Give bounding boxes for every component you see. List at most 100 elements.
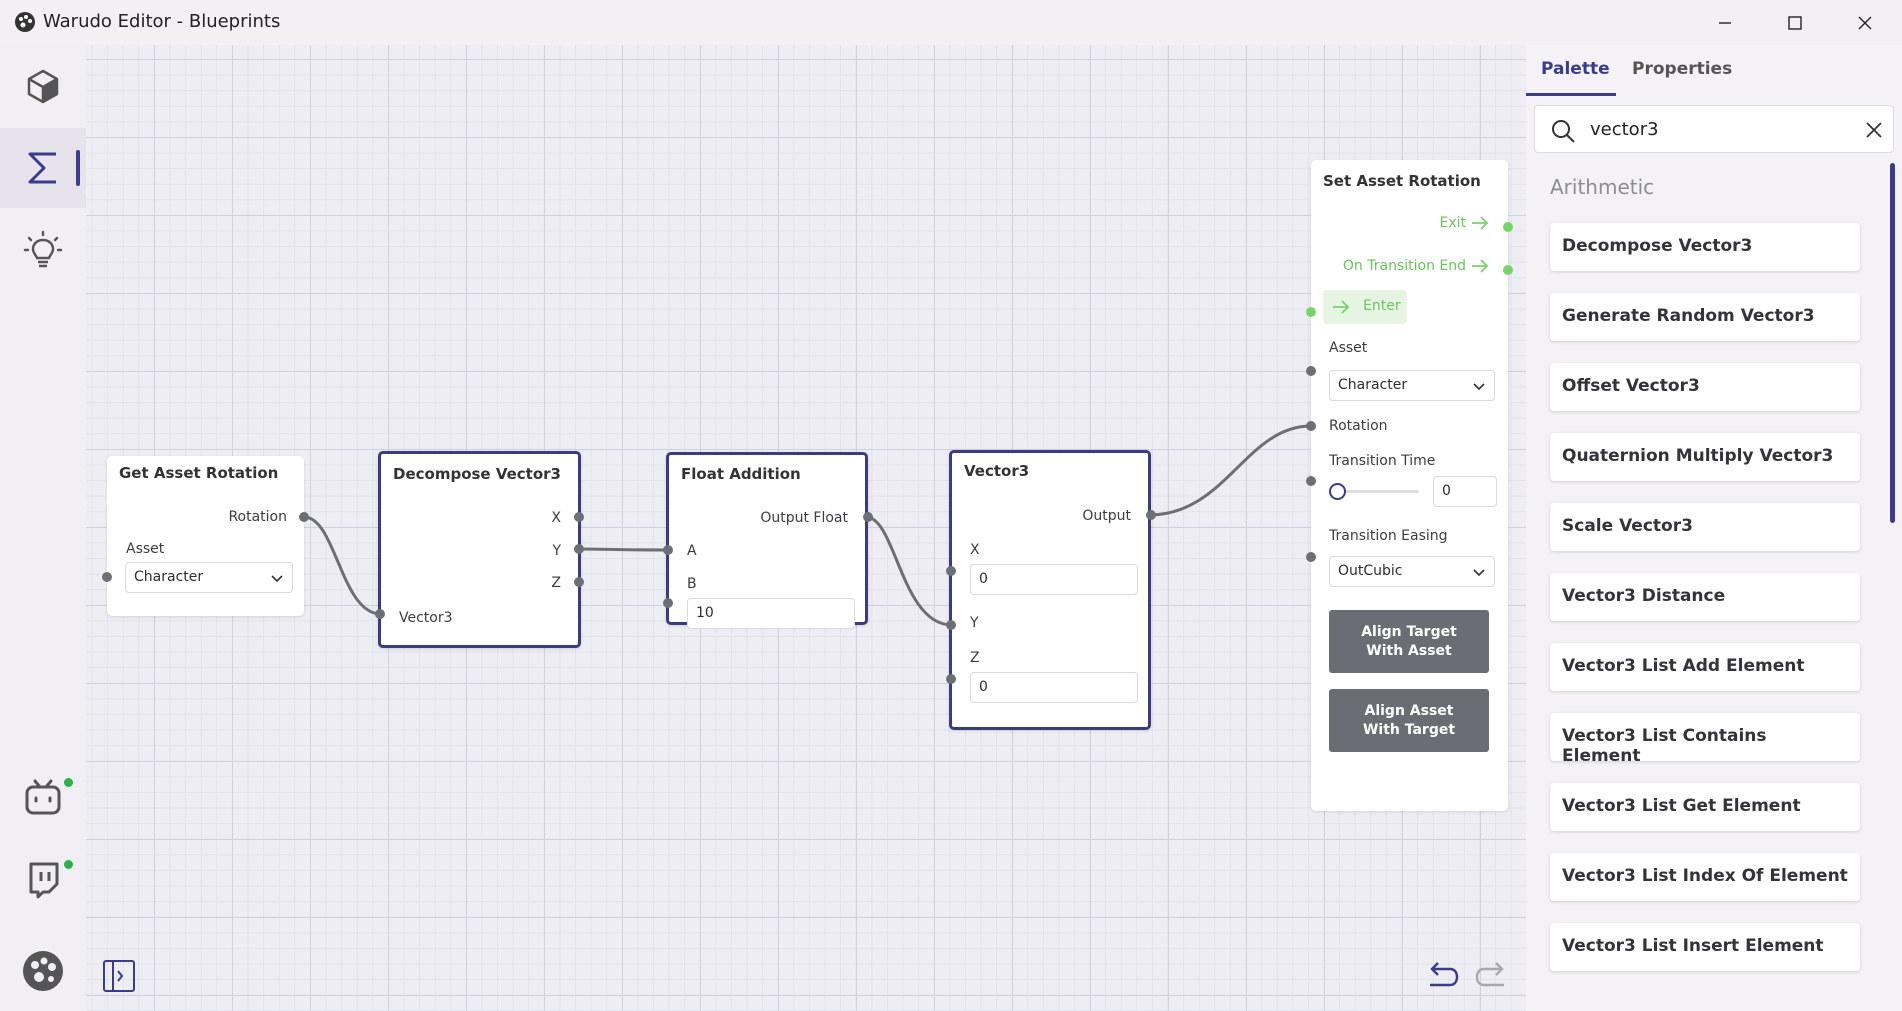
node-set-asset-rotation[interactable]: Set Asset Rotation Exit On Transition En… — [1311, 160, 1508, 811]
rail-item-warudo[interactable] — [0, 931, 86, 1011]
chevron-down-icon — [1473, 383, 1485, 391]
port-b-in[interactable] — [663, 598, 673, 608]
palette-item[interactable]: Vector3 List Add Element — [1550, 643, 1860, 691]
slider-thumb[interactable] — [1329, 483, 1346, 500]
palette-item[interactable]: Offset Vector3 — [1550, 363, 1860, 411]
node-decompose-vector3[interactable]: Decompose Vector3 X Y Z Vector3 — [378, 451, 581, 648]
palette-item[interactable]: Vector3 List Index Of Element — [1550, 853, 1860, 901]
z-value-field[interactable]: 0 — [970, 672, 1138, 703]
tab-properties[interactable]: Properties — [1632, 59, 1733, 79]
port-x-out[interactable] — [574, 512, 584, 522]
palette-item[interactable]: Generate Random Vector3 — [1550, 293, 1860, 341]
minimize-button[interactable] — [1690, 0, 1760, 45]
asset-label: Asset — [1329, 340, 1368, 356]
node-title: Set Asset Rotation — [1323, 172, 1481, 190]
port-asset-in[interactable] — [1306, 366, 1316, 376]
transition-time-field[interactable]: 0 — [1433, 476, 1497, 507]
b-value-field[interactable]: 10 — [687, 598, 855, 629]
palette-item[interactable]: Scale Vector3 — [1550, 503, 1860, 551]
asset-select[interactable]: Character — [125, 562, 293, 593]
asset-select[interactable]: Character — [1329, 370, 1495, 401]
port-z-out[interactable] — [574, 577, 584, 587]
port-vector3-in[interactable] — [375, 609, 385, 619]
node-vector3[interactable]: Vector3 Output X 0 Y Z 0 — [949, 450, 1151, 730]
rail-item-ideas[interactable] — [0, 210, 86, 290]
port-x-in[interactable] — [946, 566, 956, 576]
maximize-icon — [1788, 15, 1802, 30]
easing-select-value: OutCubic — [1338, 563, 1403, 579]
align-target-with-asset-button[interactable]: Align Target With Asset — [1329, 610, 1489, 673]
x-input-label: X — [970, 542, 980, 558]
palette-item[interactable]: Vector3 Distance — [1550, 573, 1860, 621]
port-on-transition-end-out[interactable] — [1503, 265, 1513, 275]
asset-select-value: Character — [134, 569, 204, 585]
twitch-online-indicator — [64, 860, 73, 869]
output-label: Output — [1082, 508, 1131, 524]
palette-item[interactable]: Vector3 List Insert Element — [1550, 923, 1860, 971]
warudo-icon — [23, 951, 63, 991]
search-input[interactable]: vector3 — [1590, 119, 1659, 140]
port-transition-time-in[interactable] — [1306, 476, 1316, 486]
port-a-in[interactable] — [663, 545, 673, 555]
port-transition-easing-in[interactable] — [1306, 552, 1316, 562]
port-exit-out[interactable] — [1503, 222, 1513, 232]
z-output-label: Z — [551, 575, 561, 591]
arrow-right-icon — [1333, 300, 1350, 314]
port-output-out[interactable] — [1146, 510, 1156, 520]
undo-icon — [1430, 962, 1459, 987]
rail-item-bilibili[interactable] — [0, 758, 86, 838]
exit-label: Exit — [1439, 215, 1466, 231]
port-y-out[interactable] — [574, 544, 584, 554]
sidebar-toggle-icon — [103, 960, 135, 992]
transition-time-slider[interactable] — [1329, 483, 1419, 500]
wire-rotation-to-vector3 — [303, 515, 382, 616]
blueprint-canvas[interactable]: Get Asset Rotation Rotation Asset Charac… — [86, 45, 1526, 1011]
port-y-in[interactable] — [946, 620, 956, 630]
window-title: Warudo Editor - Blueprints — [43, 11, 281, 32]
active-tab-indicator — [1526, 93, 1616, 96]
search-box[interactable]: vector3 — [1534, 105, 1894, 153]
clear-search-icon[interactable] — [1865, 121, 1883, 139]
palette-item[interactable]: Quaternion Multiply Vector3 — [1550, 433, 1860, 481]
node-title: Vector3 — [964, 462, 1030, 480]
rail-item-blueprints[interactable] — [0, 128, 86, 208]
palette-scrollbar[interactable] — [1890, 163, 1895, 523]
node-title: Decompose Vector3 — [393, 465, 561, 483]
title-bar: Warudo Editor - Blueprints — [0, 0, 1902, 45]
maximize-button[interactable] — [1760, 0, 1830, 45]
rail-item-twitch[interactable] — [0, 840, 86, 920]
transition-easing-select[interactable]: OutCubic — [1329, 556, 1495, 587]
transition-easing-label: Transition Easing — [1329, 528, 1448, 544]
enter-label: Enter — [1363, 298, 1401, 314]
port-rotation-out[interactable] — [299, 512, 309, 522]
node-get-asset-rotation[interactable]: Get Asset Rotation Rotation Asset Charac… — [107, 456, 304, 616]
align-asset-with-target-button[interactable]: Align Asset With Target — [1329, 689, 1489, 752]
b-input-label: B — [687, 576, 697, 592]
node-float-addition[interactable]: Float Addition Output Float A B 10 — [666, 452, 868, 629]
port-rotation-in[interactable] — [1306, 421, 1316, 431]
tab-palette[interactable]: Palette — [1541, 59, 1610, 79]
palette-item[interactable]: Vector3 List Contains Element — [1550, 713, 1860, 766]
port-enter-in[interactable] — [1306, 307, 1316, 317]
rail-item-scene[interactable] — [0, 46, 86, 126]
palette-item[interactable]: Vector3 List Get Element — [1550, 783, 1860, 831]
palette-item[interactable]: Decompose Vector3 — [1550, 223, 1860, 271]
x-value-field[interactable]: 0 — [970, 564, 1138, 595]
y-output-label: Y — [552, 543, 561, 559]
cube-icon — [27, 69, 59, 104]
toggle-panel-button[interactable] — [102, 959, 136, 993]
right-panel: Palette Properties vector3 Arithmetic De… — [1526, 45, 1902, 1011]
left-rail — [0, 45, 86, 1011]
transition-time-label: Transition Time — [1329, 453, 1436, 469]
port-output-float-out[interactable] — [863, 512, 873, 522]
a-input-label: A — [687, 543, 697, 559]
port-asset-in[interactable] — [102, 572, 112, 582]
port-z-in[interactable] — [946, 674, 956, 684]
connection-wires — [303, 424, 1312, 627]
enter-trigger[interactable]: Enter — [1323, 290, 1407, 324]
sigma-icon — [28, 152, 56, 184]
redo-button[interactable] — [1474, 959, 1510, 993]
close-window-button[interactable] — [1830, 0, 1900, 45]
undo-button[interactable] — [1424, 959, 1460, 993]
chevron-down-icon — [271, 575, 283, 583]
